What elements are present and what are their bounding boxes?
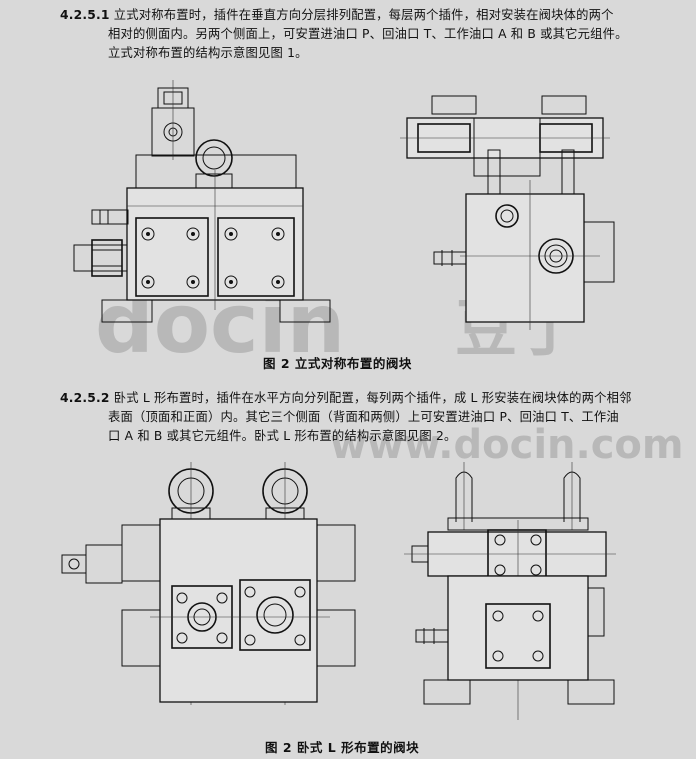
watermark-url: www.docin.com bbox=[330, 422, 684, 468]
section-text-line2: 相对的侧面内。另两个侧面上，可安置进油口 P、回油口 T、工作油口 A 和 B … bbox=[108, 27, 628, 41]
section-4-2-5-2: 4.2.5.2 卧式 L 形布置时，插件在水平方向分列配置，每列两个插件，成 L… bbox=[60, 389, 680, 446]
bolt-pattern bbox=[141, 227, 285, 289]
figure-2-left-view bbox=[61, 462, 356, 705]
figure-1-caption: 图 2 立式对称布置的阀块 bbox=[263, 356, 412, 371]
section-text-line3: 口 A 和 B 或其它元组件。卧式 L 形布置的结构示意图见图 2。 bbox=[108, 429, 457, 443]
figure-2-right-view bbox=[404, 462, 616, 720]
section-text-line2: 表面（顶面和正面）内。其它三个侧面（背面和两侧）上可安置进油口 P、回油口 T、… bbox=[108, 410, 619, 424]
figure-2-caption: 图 2 卧式 L 形布置的阀块 bbox=[265, 740, 420, 755]
figure-1-left-view bbox=[73, 80, 331, 323]
section-number: 4.2.5.2 bbox=[60, 391, 110, 405]
figure-1-right-view bbox=[400, 95, 615, 330]
section-text-line3: 立式对称布置的结构示意图见图 1。 bbox=[108, 46, 308, 60]
section-text-line1: 立式对称布置时，插件在垂直方向分层排列配置，每层两个插件，相对安装在阀块体的两个 bbox=[113, 8, 614, 22]
section-4-2-5-1: 4.2.5.1 立式对称布置时，插件在垂直方向分层排列配置，每层两个插件，相对安… bbox=[60, 6, 680, 63]
section-number: 4.2.5.1 bbox=[60, 8, 110, 22]
section-text-line1: 卧式 L 形布置时，插件在水平方向分列配置，每列两个插件，成 L 形安装在阀块体… bbox=[113, 391, 632, 405]
